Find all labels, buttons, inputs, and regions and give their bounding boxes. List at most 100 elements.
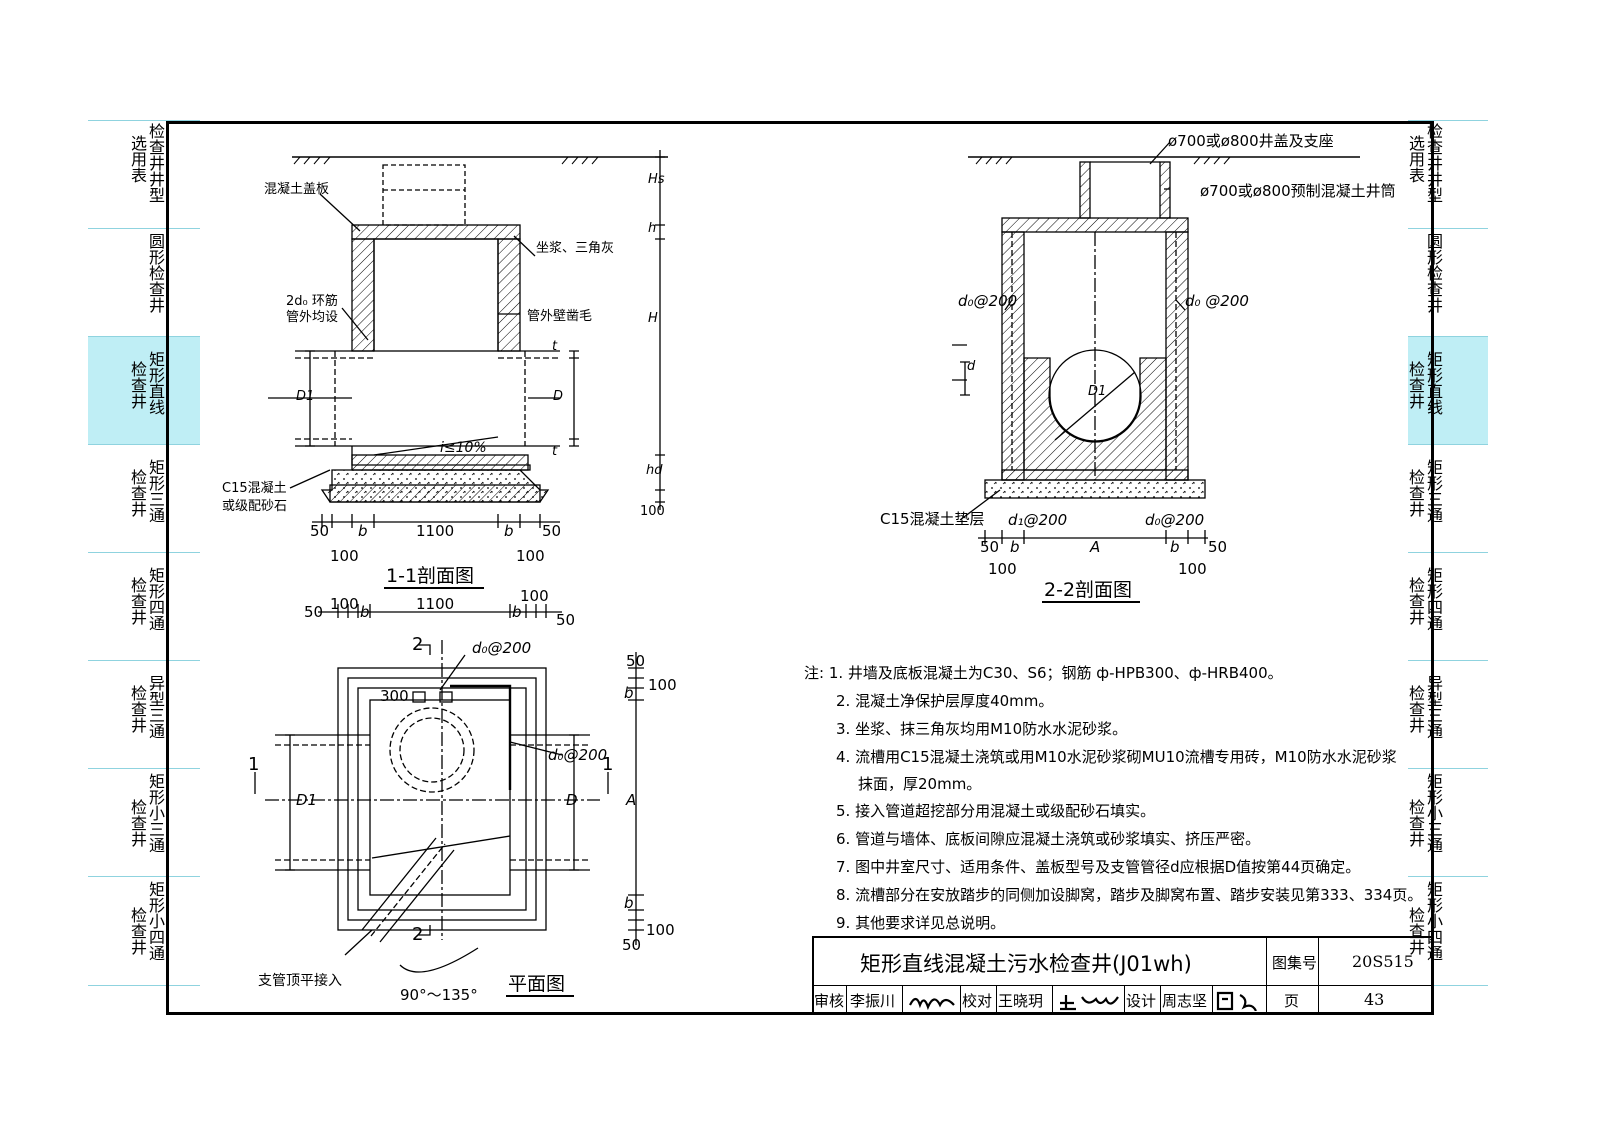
left-tab-0-col1: 选用表 bbox=[128, 135, 147, 183]
s22-dim-b1: b bbox=[1010, 538, 1020, 556]
title-block-outer bbox=[812, 936, 1434, 1015]
s22-c15: C15混凝土垫层 bbox=[880, 510, 985, 528]
s11-c15b-label: 或级配砂石 bbox=[222, 499, 287, 514]
left-tab-2-col1: 检查井 bbox=[128, 361, 147, 409]
right-tab-2-col1: 检查井 bbox=[1406, 361, 1425, 409]
review-label: 审核 bbox=[814, 992, 845, 1010]
s11-h: h bbox=[648, 221, 656, 236]
page-label: 页 bbox=[1284, 992, 1300, 1010]
plan-angle-label: 90°～135° bbox=[400, 986, 478, 1004]
plan-r50: 50 bbox=[626, 652, 645, 670]
s11-slope-label: i≤10% bbox=[440, 440, 487, 456]
tb-cell-line-5 bbox=[1052, 986, 1053, 1015]
left-tab-2[interactable]: 检查井 矩形直线 bbox=[88, 336, 200, 445]
s22-dim-b2: b bbox=[1170, 538, 1180, 556]
note-8: 8. 流槽部分在安放踏步的同侧加设脚窝，踏步及脚窝布置、踏步安装见第333、33… bbox=[836, 886, 1423, 904]
plan-D: D bbox=[566, 791, 578, 809]
plan-D1: D1 bbox=[296, 791, 317, 809]
right-tab-5-col1: 检查井 bbox=[1406, 685, 1425, 733]
s22-title: 2-2剖面图 bbox=[1044, 579, 1132, 601]
plan-d0-label: d₀@200 bbox=[472, 639, 531, 657]
note-5: 5. 接入管道超挖部分用混凝土或级配砂石填实。 bbox=[836, 802, 1156, 820]
s11-chisel-label: 管外壁凿毛 bbox=[527, 309, 592, 324]
title-block-divider-v1 bbox=[1266, 936, 1267, 1015]
right-tab-2[interactable]: 检查井 矩形直线 bbox=[1406, 336, 1488, 445]
plan-r100: 100 bbox=[648, 676, 677, 694]
s11-100v: 100 bbox=[640, 504, 665, 519]
s11-ring2-label: 管外均设 bbox=[286, 310, 338, 325]
s11-ring-label: 2d₀ 环筋 bbox=[286, 293, 338, 309]
s11-c15a-label: C15混凝土 bbox=[222, 480, 287, 496]
s22-dim-50a: 50 bbox=[980, 538, 999, 556]
s22-d: d bbox=[967, 359, 976, 374]
plan-r100b: 100 bbox=[646, 921, 675, 939]
s22-dim-A: A bbox=[1089, 538, 1100, 556]
plan-top-100b: 100 bbox=[520, 587, 549, 605]
left-tab-1-col2: 圆形检查井 bbox=[146, 233, 165, 313]
tb-cell-line-8 bbox=[1212, 986, 1213, 1015]
plan-cut-2b: 2 bbox=[412, 924, 423, 945]
plan-rb2: b bbox=[624, 894, 634, 912]
s11-t1: t bbox=[552, 339, 558, 354]
check-label: 校对 bbox=[962, 992, 993, 1010]
note-6: 6. 管道与墙体、底板间隙应混凝土浇筑或砂浆填实、挤压严密。 bbox=[836, 830, 1261, 848]
plan-top-b: b bbox=[360, 603, 370, 621]
note-2: 2. 混凝土净保护层厚度40mm。 bbox=[836, 692, 1054, 710]
tb-cell-line-3 bbox=[960, 986, 961, 1015]
s11-dim-b1: b bbox=[358, 522, 368, 540]
right-tab-6-col1: 检查井 bbox=[1406, 799, 1425, 847]
plan-A: A bbox=[625, 791, 636, 809]
s11-title: 1-1剖面图 bbox=[386, 565, 474, 587]
tb-cell-line-7 bbox=[1160, 986, 1161, 1015]
left-tab-6[interactable]: 检查井 矩形小三通 bbox=[88, 768, 200, 877]
design-label: 设计 bbox=[1126, 992, 1157, 1010]
s11-hd: hd bbox=[646, 463, 663, 478]
left-tab-7-col2: 矩形小四通 bbox=[146, 881, 165, 961]
left-tab-5[interactable]: 检查井 异型三通 bbox=[88, 660, 200, 769]
left-tab-4-col1: 检查井 bbox=[128, 577, 147, 625]
plan-cut-1b: 1 bbox=[602, 754, 613, 775]
title-block-divider-v2 bbox=[1318, 936, 1319, 1015]
tb-cell-line-2 bbox=[902, 986, 903, 1015]
section-2-2-drawing bbox=[952, 141, 1360, 544]
right-tab-0-col1: 选用表 bbox=[1406, 135, 1425, 183]
left-tab-3-col1: 检查井 bbox=[128, 469, 147, 517]
plan-rb: b bbox=[624, 684, 634, 702]
left-tab-6-col2: 矩形小三通 bbox=[146, 773, 165, 853]
page-number: 43 bbox=[1364, 990, 1385, 1009]
s11-D: D bbox=[553, 389, 563, 404]
design-name: 周志坚 bbox=[1162, 992, 1208, 1010]
s22-dim-50b: 50 bbox=[1208, 538, 1227, 556]
left-tab-2-col2: 矩形直线 bbox=[146, 351, 165, 415]
s22-shaft-label: ø700或ø800预制混凝土井筒 bbox=[1200, 182, 1396, 200]
left-tab-0-col2: 检查井井型 bbox=[146, 123, 165, 203]
review-name: 李振川 bbox=[850, 992, 896, 1010]
left-tab-5-col1: 检查井 bbox=[128, 685, 147, 733]
left-tab-3-col2: 矩形三通 bbox=[146, 459, 165, 523]
review-signature bbox=[909, 997, 955, 1011]
right-tab-3-col1: 检查井 bbox=[1406, 469, 1425, 517]
left-tab-7-col1: 检查井 bbox=[128, 907, 147, 955]
s22-d0b: d₀@200 bbox=[1145, 511, 1204, 529]
left-tab-6-col1: 检查井 bbox=[128, 799, 147, 847]
s22-dim-100b: 100 bbox=[1178, 560, 1207, 578]
tb-cell-line-6 bbox=[1124, 986, 1125, 1015]
title-block-divider-h bbox=[812, 985, 1434, 986]
s22-rebar-right: d₀ @200 bbox=[1185, 292, 1249, 310]
left-tab-1[interactable]: 圆形检查井 bbox=[88, 228, 200, 337]
note-3: 3. 坐浆、抹三角灰均用M10防水水泥砂浆。 bbox=[836, 720, 1128, 738]
plan-r50b: 50 bbox=[622, 936, 641, 954]
left-tab-0[interactable]: 选用表 检查井井型 bbox=[88, 120, 200, 229]
s11-Hs: Hs bbox=[648, 172, 665, 187]
check-signature bbox=[1060, 995, 1119, 1011]
left-tab-4[interactable]: 检查井 矩形四通 bbox=[88, 552, 200, 661]
plan-d0b-label: d₀@200 bbox=[548, 746, 607, 764]
s11-H: H bbox=[648, 311, 658, 326]
left-tab-3[interactable]: 检查井 矩形三通 bbox=[88, 444, 200, 553]
s11-dim-b2: b bbox=[504, 522, 514, 540]
note-4: 4. 流槽用C15混凝土浇筑或用M10水泥砂浆砌MU10流槽专用砖，M10防水水… bbox=[836, 748, 1397, 766]
check-name: 王晓玥 bbox=[998, 992, 1044, 1010]
section-1-1-drawing bbox=[268, 150, 668, 528]
left-tab-7[interactable]: 检查井 矩形小四通 bbox=[88, 876, 200, 986]
plan-branch-label: 支管顶平接入 bbox=[258, 972, 342, 989]
